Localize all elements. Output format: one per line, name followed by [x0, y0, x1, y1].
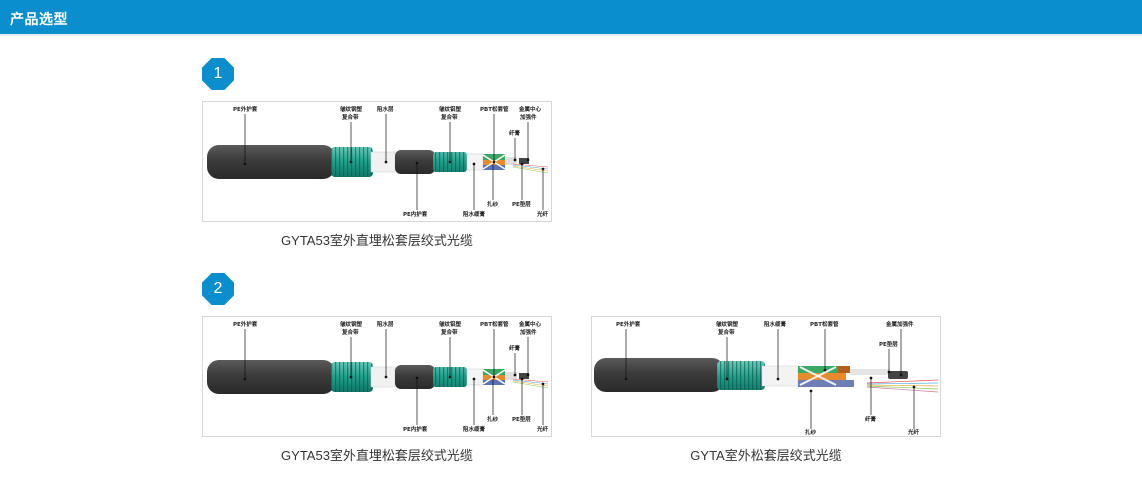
label-binder: 扎纱 [487, 415, 499, 423]
label-center-2: 加强件 [519, 328, 537, 336]
label-center-2: 加强件 [519, 113, 537, 121]
label-center-1: 金属中心 [518, 320, 542, 328]
label-water-compound: 阻水缆膏 [463, 210, 486, 218]
label-pe-cushion: PE垫层 [512, 200, 531, 208]
label-inner-sheath: PE内护套 [403, 425, 428, 433]
page-header: 产品选型 [0, 0, 1142, 36]
label-pbt-tube: PBT松套管 [480, 105, 509, 113]
label-steel-tape-1: 皱纹钢塑 [715, 320, 739, 328]
label-filler: 纤膏 [509, 129, 521, 137]
label-water-block: 阻水层 [377, 105, 394, 113]
label-filler: 纤膏 [865, 415, 877, 423]
product-caption[interactable]: GYTA室外松套层绞式光缆 [690, 448, 842, 463]
label-al-tape-2: 复合带 [440, 113, 458, 121]
label-water-block: 阻水层 [377, 320, 394, 328]
product-image-gyta[interactable]: PE外护套 皱纹钢塑 复合带 阻水缆膏 PBT松套管 金属加强件 PE垫层 扎纱… [591, 316, 941, 437]
label-binder: 扎纱 [487, 200, 499, 208]
cable-diagram-gyta53: PE外护套 皱纹钢塑 复合带 阻水层 皱纹铝塑 复合带 PBT松套管 金属中心 … [207, 320, 549, 433]
label-al-tape-2: 复合带 [440, 328, 458, 336]
label-outer-sheath: PE外护套 [233, 105, 258, 113]
label-steel-tape-2: 复合带 [341, 113, 359, 121]
label-fiber: 光纤 [536, 425, 549, 433]
header-title: 产品选型 [10, 12, 68, 28]
product-caption[interactable]: GYTA53室外直埋松套层绞式光缆 [281, 233, 473, 248]
label-al-tape-1: 皱纹铝塑 [438, 105, 462, 113]
label-fiber: 光纤 [536, 210, 549, 218]
label-steel-tape-2: 复合带 [341, 328, 359, 336]
label-filler: 纤膏 [509, 344, 521, 352]
label-pbt-tube: PBT松套管 [810, 320, 839, 328]
label-steel-tape-1: 皱纹钢塑 [339, 105, 363, 113]
product-image-gyta53-2[interactable]: PE外护套 皱纹钢塑 复合带 阻水层 皱纹铝塑 复合带 PBT松套管 金属中心 … [202, 316, 552, 437]
product-caption[interactable]: GYTA53室外直埋松套层绞式光缆 [281, 448, 473, 463]
product-image-gyta53-1[interactable]: PE外护套 皱纹钢塑 复合带 阻水层 皱纹铝塑 复合带 PBT松套管 金属中心 … [202, 101, 552, 222]
label-outer-sheath: PE外护套 [616, 320, 641, 328]
label-steel-tape-2: 复合带 [717, 328, 735, 336]
label-outer-sheath: PE外护套 [233, 320, 258, 328]
label-pbt-tube: PBT松套管 [480, 320, 509, 328]
water-block-shape [370, 151, 396, 173]
label-water-compound: 阻水缆膏 [764, 320, 787, 328]
label-inner-sheath: PE内护套 [403, 210, 428, 218]
outer-sheath-shape [207, 145, 335, 179]
cable-diagram-gyta53: PE外护套 皱纹钢塑 复合带 阻水层 皱纹铝塑 复合带 PBT松套管 金属中心 … [207, 105, 549, 218]
label-center: 金属加强件 [885, 320, 914, 328]
label-al-tape-1: 皱纹铝塑 [438, 320, 462, 328]
label-pe-cushion: PE垫层 [879, 340, 898, 348]
label-center-1: 金属中心 [518, 105, 542, 113]
label-water-compound: 阻水缆膏 [463, 425, 486, 433]
step-badge-1: 1 [202, 58, 234, 90]
label-binder: 扎纱 [805, 428, 817, 436]
cable-diagram-gyta: PE外护套 皱纹钢塑 复合带 阻水缆膏 PBT松套管 金属加强件 PE垫层 扎纱… [594, 320, 939, 436]
label-steel-tape-1: 皱纹钢塑 [339, 320, 363, 328]
step-badge-2: 2 [202, 273, 234, 305]
label-fiber: 光纤 [907, 428, 920, 436]
label-pe-cushion: PE垫层 [512, 415, 531, 423]
inner-sheath-shape [395, 150, 435, 174]
